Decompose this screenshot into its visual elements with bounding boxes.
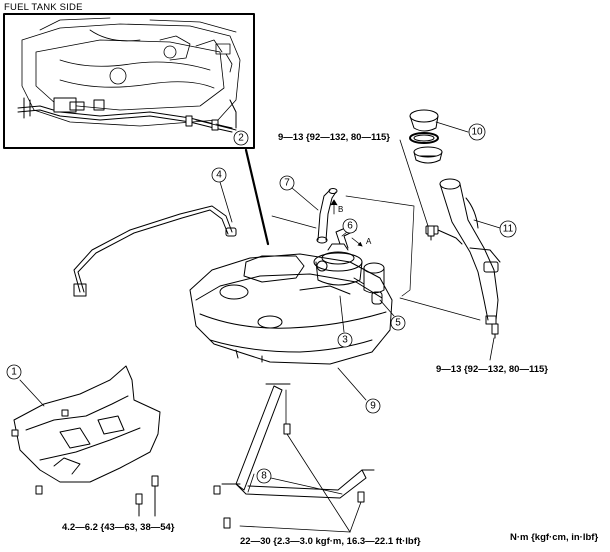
flow-label-b: B	[338, 205, 343, 214]
svg-text:3: 3	[342, 335, 348, 346]
svg-text:11: 11	[503, 224, 514, 235]
inset-callout-2-leaders	[195, 119, 237, 131]
svg-text:5: 5	[395, 318, 401, 329]
callout-9-leader	[337, 367, 367, 401]
strap-bolts	[213, 423, 365, 529]
callout-8-leader-b	[261, 475, 343, 495]
inset-tank-body	[21, 17, 241, 127]
callout-7-leader	[291, 187, 319, 211]
flow-arrow-a	[351, 237, 363, 247]
strap-torque-leaders	[239, 433, 362, 533]
callout-1-leader	[19, 379, 45, 407]
callout-3-leader	[339, 295, 345, 333]
callout-9: 9	[365, 398, 381, 414]
fuel-gauge-sender	[353, 262, 385, 305]
fuel-line-assembly	[73, 205, 237, 297]
callout-4: 4	[211, 167, 227, 183]
callout-10-leader	[435, 121, 469, 133]
callout-6: 6	[342, 218, 358, 234]
under-cover-bolts	[11, 409, 159, 517]
callout-2: 2	[233, 130, 249, 146]
callout-5: 5	[390, 315, 406, 331]
filler-pipe	[425, 178, 501, 325]
under-cover	[13, 365, 161, 483]
svg-text:10: 10	[471, 127, 483, 138]
callout-4-leader	[219, 181, 233, 223]
filler-bolt-upper	[427, 225, 435, 241]
inset-pointer-line	[244, 148, 270, 246]
svg-text:2: 2	[238, 133, 244, 144]
flow-label-a: A	[366, 237, 372, 246]
flow-arrow-b	[330, 199, 338, 215]
callout-8: 8	[256, 468, 272, 484]
svg-text:7: 7	[284, 178, 290, 189]
torque-upper-leader	[399, 139, 429, 227]
tank-straps	[221, 383, 375, 499]
torque-spec-undercover: 4.2—6.2 {43—63, 38—54}	[62, 522, 175, 533]
callout-11-leader	[473, 219, 501, 229]
filler-bolt-lower	[491, 323, 499, 339]
inset-title: FUEL TANK SIDE	[4, 2, 83, 13]
svg-text:4: 4	[216, 170, 222, 181]
callout-1: 1	[6, 364, 22, 380]
torque-lower-leader	[489, 337, 495, 361]
svg-text:9: 9	[370, 401, 376, 412]
callout-7: 7	[279, 175, 295, 191]
hose-7	[316, 188, 338, 244]
torque-spec-filler-upper: 9—13 {92—132, 80—115}	[278, 132, 390, 143]
fuel-pump-unit	[313, 243, 363, 286]
fuel-tank	[189, 253, 393, 365]
svg-text:1: 1	[11, 367, 17, 378]
svg-text:6: 6	[347, 221, 353, 232]
callout-5-leader	[379, 299, 395, 317]
callout-11: 11	[499, 220, 517, 238]
torque-spec-filler-lower: 9—13 {92—132, 80—115}	[436, 364, 548, 375]
svg-text:8: 8	[261, 471, 267, 482]
callout-10: 10	[468, 123, 486, 141]
filler-cap	[409, 109, 443, 164]
torque-units-legend: N·m {kgf·cm, in·lbf}	[510, 532, 599, 543]
torque-spec-straps: 22—30 {2.3—3.0 kgf·m, 16.3—22.1 ft·lbf}	[240, 536, 421, 547]
inset-frame	[3, 13, 255, 149]
callout-8-leader	[247, 473, 255, 493]
routing-lines	[271, 195, 481, 321]
callout-3: 3	[337, 332, 353, 348]
